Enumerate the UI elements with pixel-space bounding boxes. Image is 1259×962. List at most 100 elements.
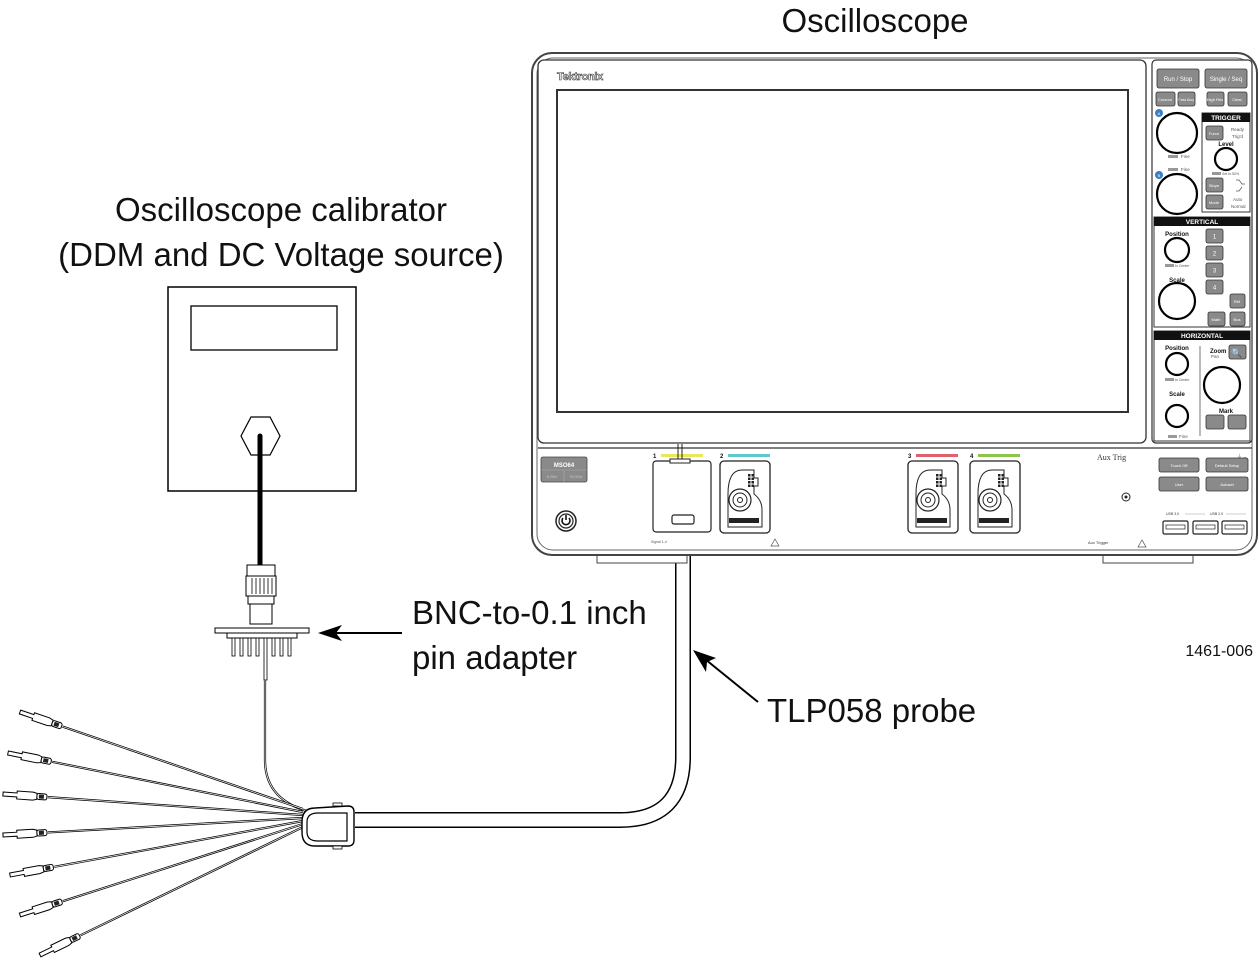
bus-button[interactable]: [1229, 311, 1246, 327]
multipurpose-knob-b[interactable]: [1155, 172, 1199, 216]
channel-button-label: 2: [1213, 252, 1217, 258]
svg-text:Scale: Scale: [1169, 278, 1185, 284]
svg-text:Cursors: Cursors: [1158, 97, 1172, 102]
probe-arrow: [693, 650, 759, 703]
channel-2-button[interactable]: [1205, 245, 1224, 261]
svg-text:TRIGGER: TRIGGER: [1211, 115, 1241, 122]
usb-port-2[interactable]: [1192, 520, 1219, 535]
svg-text:User: User: [1175, 482, 1184, 487]
single-seq-button[interactable]: [1204, 68, 1248, 89]
svg-text:Fine: Fine: [1179, 434, 1188, 439]
channel-button-label: 4: [1213, 286, 1217, 292]
usb-port-1[interactable]: [1162, 520, 1189, 535]
default-setup-button[interactable]: [1205, 457, 1249, 473]
svg-text:25 GS/s: 25 GS/s: [570, 475, 583, 479]
svg-text:Position: Position: [1165, 232, 1189, 238]
mark-next-button[interactable]: [1227, 414, 1247, 430]
calibrator-label-line1: Oscilloscope calibrator: [115, 191, 447, 228]
user-button[interactable]: [1158, 476, 1200, 492]
svg-text:Fine: Fine: [1181, 167, 1190, 172]
trigger-header: [1202, 113, 1250, 122]
channel-button-label: 1: [1213, 235, 1217, 241]
channel-3-input[interactable]: [907, 460, 959, 534]
svg-text:High Res: High Res: [1207, 97, 1223, 102]
fast-acq-button[interactable]: [1177, 91, 1196, 107]
probe-label: TLP058 probe: [767, 692, 976, 729]
svg-text:6 GHz: 6 GHz: [547, 475, 557, 479]
digital-pins: [979, 518, 1009, 523]
channel-3-button[interactable]: [1205, 262, 1224, 278]
channel-3-color-bar: [916, 454, 958, 457]
usb-port-3[interactable]: [1221, 520, 1248, 535]
svg-text:Ref: Ref: [1234, 299, 1241, 304]
digital-pins: [729, 518, 759, 523]
figure-id: 1461-006: [1185, 643, 1253, 660]
multipurpose-knob-a[interactable]: [1155, 111, 1199, 155]
zoom-button[interactable]: [1228, 344, 1247, 360]
probe-tip[interactable]: [38, 932, 81, 958]
svg-text:Scale: Scale: [1169, 392, 1185, 398]
channel-4-input[interactable]: [969, 460, 1021, 534]
ref-button[interactable]: [1229, 293, 1246, 309]
aux-trig-label: Aux Trig: [1097, 453, 1126, 462]
horizontal-scale-knob[interactable]: [1164, 403, 1190, 429]
slope-button[interactable]: [1205, 177, 1224, 193]
horizontal-position-knob[interactable]: [1164, 351, 1190, 377]
mark-prev-button[interactable]: [1205, 414, 1225, 430]
probe-tip[interactable]: [9, 863, 54, 879]
zoom-pan-knob[interactable]: [1202, 365, 1242, 405]
channel-2-number: 2: [720, 454, 724, 460]
trigger-level-knob[interactable]: [1213, 146, 1239, 172]
scope-screen[interactable]: [556, 89, 1129, 413]
clear-button[interactable]: [1227, 91, 1248, 107]
run-stop-button[interactable]: [1156, 68, 1200, 89]
bnc-adapter: [214, 564, 310, 681]
svg-text:Position: Position: [1165, 346, 1189, 352]
vertical-position-knob[interactable]: [1163, 236, 1191, 264]
channel-3-number: 3: [908, 454, 912, 460]
probe-tip[interactable]: [18, 708, 63, 730]
probe-leads: [2, 708, 304, 958]
math-button[interactable]: [1207, 311, 1226, 327]
probe-tip[interactable]: [2, 828, 48, 839]
svg-text:Pan: Pan: [1211, 354, 1220, 359]
high-res-button[interactable]: [1206, 91, 1225, 107]
warning-icon: [770, 538, 780, 547]
probe-tip[interactable]: [7, 749, 52, 765]
probe-tip[interactable]: [18, 898, 63, 919]
ground-icon: ⏚→: [1237, 453, 1247, 460]
channel-2-input[interactable]: [719, 460, 771, 534]
probe-head: [301, 802, 355, 850]
svg-text:MSO64: MSO64: [554, 463, 575, 469]
channel-1-button[interactable]: [1205, 228, 1224, 244]
svg-text:to Center: to Center: [1175, 264, 1190, 268]
autoset-button[interactable]: [1205, 476, 1249, 492]
brand-logo: Tektronix: [557, 71, 604, 83]
svg-text:B: B: [1158, 173, 1161, 178]
knob-a-badge-icon: [1155, 109, 1163, 117]
svg-text:Slope: Slope: [1209, 183, 1220, 188]
channel-4-button[interactable]: [1205, 279, 1224, 295]
channel-2-color-bar: [728, 454, 770, 457]
channel-1-number: 1: [653, 454, 657, 460]
svg-text:Trig'd: Trig'd: [1232, 134, 1243, 139]
aux-trig-connector[interactable]: [1121, 492, 1131, 502]
vertical-scale-knob[interactable]: [1157, 281, 1197, 321]
svg-text:Force: Force: [1209, 131, 1220, 136]
svg-text:Fine: Fine: [1181, 154, 1190, 159]
adapter-wire: [263, 680, 311, 814]
probe-tip[interactable]: [2, 790, 48, 801]
touch-off-button[interactable]: [1158, 457, 1200, 473]
svg-text:Default Setup: Default Setup: [1215, 463, 1240, 468]
mode-button[interactable]: [1205, 194, 1224, 210]
slope-icon: [1236, 179, 1245, 192]
calibrator: [167, 286, 357, 575]
cursors-button[interactable]: [1155, 91, 1176, 107]
power-button[interactable]: [555, 510, 577, 532]
oscilloscope-label: Oscilloscope: [781, 2, 968, 39]
svg-text:A: A: [1158, 111, 1161, 116]
force-trigger-button[interactable]: [1205, 125, 1224, 141]
svg-text:Zoom: Zoom: [1210, 349, 1226, 355]
svg-text:USB 2.0: USB 2.0: [1210, 512, 1223, 516]
svg-text:HORIZONTAL: HORIZONTAL: [1181, 333, 1223, 340]
